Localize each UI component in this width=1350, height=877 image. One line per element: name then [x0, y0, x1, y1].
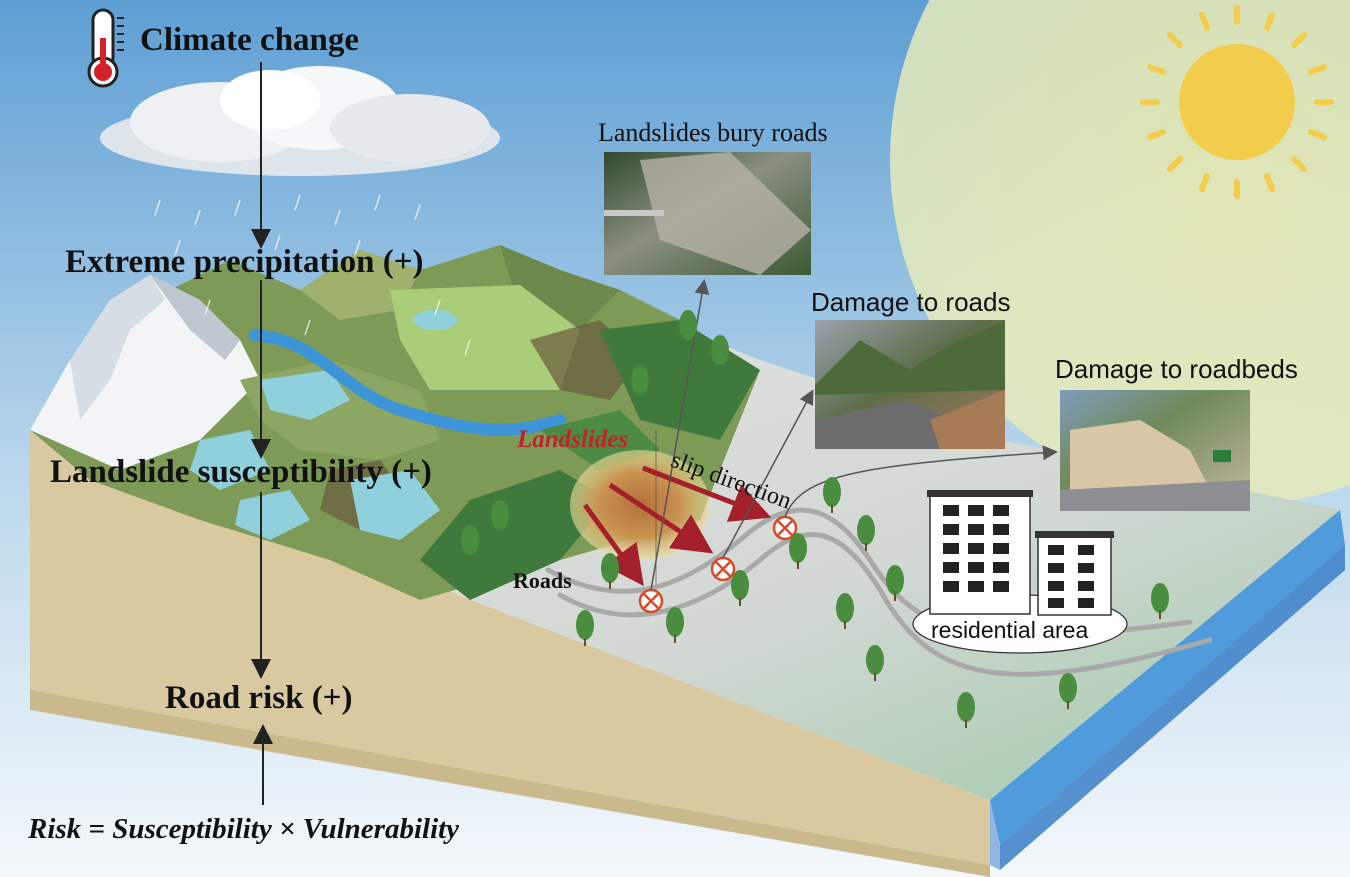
- blocked-crossing-icon: [638, 515, 798, 614]
- sun-icon: [890, 0, 1350, 505]
- label-road-risk: Road risk (+): [165, 680, 353, 716]
- building-icon: [912, 490, 1128, 654]
- tree-icon: [461, 310, 1169, 728]
- photo-landslides-bury-roads: [604, 152, 811, 275]
- label-roads: Roads: [513, 568, 572, 593]
- label-risk-formula: Risk = Susceptibility × Vulnerability: [28, 813, 460, 845]
- photo-damage-to-roads: [815, 320, 1005, 449]
- label-landslide-susceptibility: Landslide susceptibility (+): [50, 454, 432, 490]
- label-landslides: Landslides: [517, 426, 629, 453]
- slip-arrows: [582, 465, 772, 587]
- caption-damage-to-roadbeds: Damage to roadbeds: [1055, 354, 1298, 384]
- photo-damage-to-roadbeds: [1060, 390, 1250, 511]
- label-climate-change: Climate change: [140, 22, 360, 58]
- label-extreme-precipitation: Extreme precipitation (+): [65, 244, 424, 280]
- caption-landslides-bury-roads: Landslides bury roads: [598, 118, 828, 147]
- river: [249, 329, 566, 436]
- rain-streaks: [154, 194, 471, 356]
- caption-damage-to-roads: Damage to roads: [811, 287, 1011, 317]
- water-edge: [990, 510, 1345, 845]
- label-residential-area: residential area: [931, 617, 1089, 643]
- cloud-icon: [100, 66, 500, 176]
- thermometer-icon: [87, 8, 124, 88]
- causal-chain-arrows: [251, 62, 273, 805]
